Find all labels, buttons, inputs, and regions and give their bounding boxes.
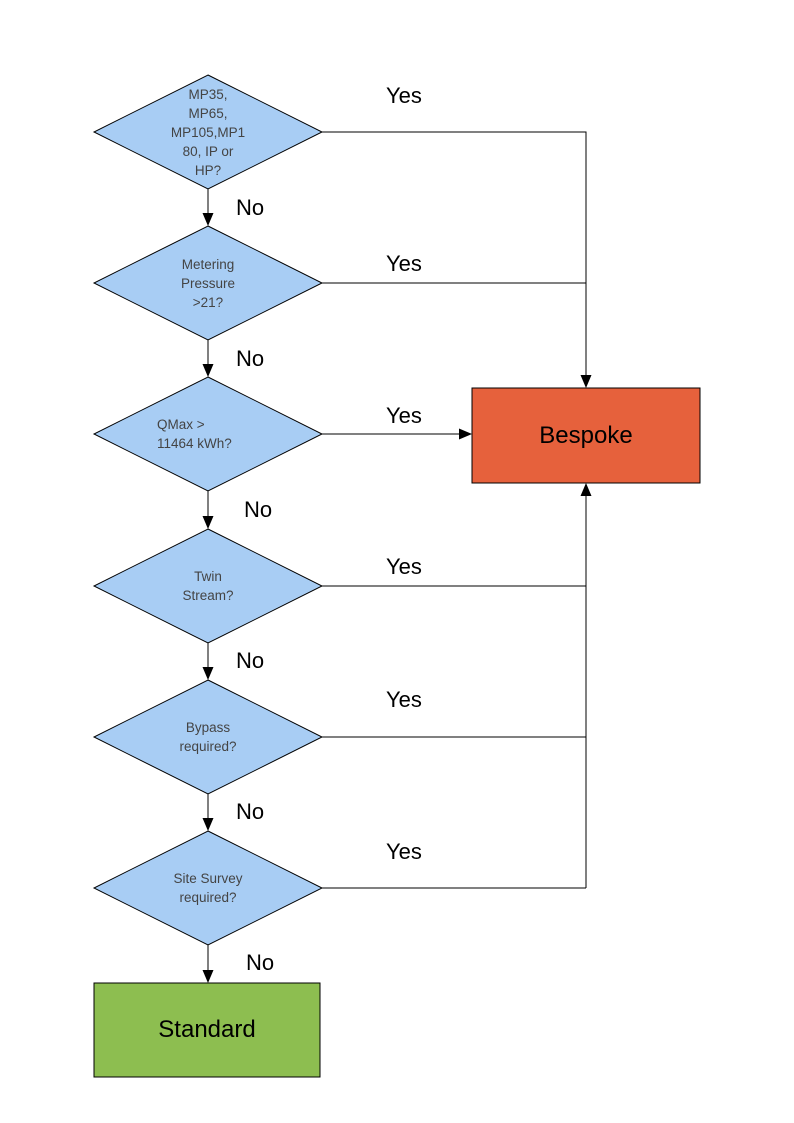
decision-diamond-bypass [92,679,324,795]
decision-diamond-qmax [92,376,324,492]
decision-diamond-metering-pressure [92,225,324,341]
edge-label-yes-metering-pressure: Yes [386,251,422,276]
edge-label-yes-bypass: Yes [386,687,422,712]
bespoke-box [471,387,701,484]
decision-diamond-site-survey [92,830,324,946]
edge-label-yes-meter-type: Yes [386,83,422,108]
edge-label-no-metering-pressure: No [236,346,265,371]
connector-no-twin-stream [202,643,214,680]
connector-no-site-survey [202,945,214,983]
connector-no-qmax [202,491,214,529]
connector-no-metering-pressure [202,340,214,377]
connector-yes-twin-stream [322,483,592,888]
edge-label-no-qmax: No [244,497,273,522]
edge-label-no-twin-stream: No [236,648,265,673]
edge-label-yes-qmax: Yes [386,403,422,428]
decision-diamond-twin-stream [92,528,324,644]
arrowhead-into-bespoke-bottom [580,483,592,496]
arrowhead-into-bespoke-left [459,428,472,440]
connector-yes-meter-type [322,131,592,388]
connector-no-meter-type [202,189,214,226]
connector-no-bypass [202,794,214,831]
connector-yes-qmax [322,428,472,440]
edge-label-no-bypass: No [236,799,265,824]
standard-box [93,982,321,1078]
edge-label-no-site-survey: No [246,950,275,975]
edge-label-yes-twin-stream: Yes [386,554,422,579]
decision-diamond-meter-type [92,74,324,190]
edge-label-yes-site-survey: Yes [386,839,422,864]
arrowhead-into-bespoke-top [580,375,592,388]
edge-label-no-meter-type: No [236,195,265,220]
